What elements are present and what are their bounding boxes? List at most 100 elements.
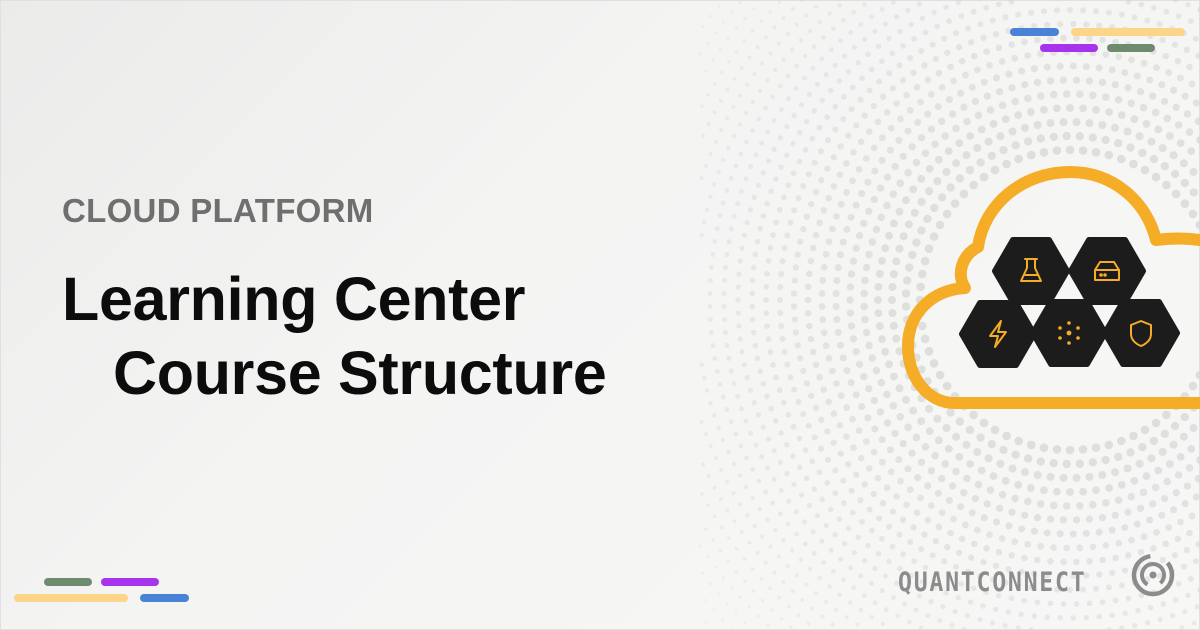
halftone-dot bbox=[886, 35, 892, 42]
halftone-dot bbox=[716, 425, 721, 431]
halftone-dot bbox=[1171, 41, 1179, 48]
halftone-dot bbox=[1160, 429, 1169, 438]
halftone-dot bbox=[924, 516, 932, 524]
halftone-dot bbox=[1023, 454, 1033, 463]
halftone-dot bbox=[716, 169, 721, 175]
halftone-dot bbox=[968, 83, 976, 91]
halftone-dot bbox=[995, 548, 1003, 556]
halftone-dot bbox=[995, 44, 1003, 52]
halftone-dot bbox=[932, 55, 939, 62]
halftone-dot bbox=[916, 593, 922, 599]
halftone-dot bbox=[750, 29, 755, 33]
halftone-dot bbox=[1195, 220, 1200, 230]
halftone-dot bbox=[1005, 522, 1013, 530]
halftone-dot bbox=[763, 310, 770, 316]
halftone-dot bbox=[922, 29, 929, 36]
halftone-dot bbox=[1015, 582, 1022, 589]
halftone-dot bbox=[945, 96, 953, 104]
halftone-dot bbox=[1028, 9, 1035, 16]
halftone-dot bbox=[847, 270, 856, 278]
halftone-dot bbox=[721, 291, 727, 296]
halftone-dot bbox=[707, 304, 713, 309]
halftone-dot bbox=[777, 309, 784, 317]
halftone-dot bbox=[962, 521, 969, 529]
halftone-dot bbox=[983, 545, 990, 552]
halftone-dot bbox=[1176, 139, 1185, 148]
halftone-dot bbox=[952, 608, 958, 615]
halftone-dot bbox=[806, 502, 812, 509]
halftone-dot bbox=[752, 523, 757, 529]
halftone-dot bbox=[830, 154, 837, 161]
halftone-dot bbox=[1149, 500, 1157, 508]
halftone-dot bbox=[776, 554, 782, 559]
halftone-dot bbox=[852, 201, 860, 209]
halftone-dot bbox=[845, 461, 852, 468]
halftone-dot bbox=[1036, 500, 1045, 508]
halftone-dot bbox=[1186, 63, 1193, 71]
halftone-dot bbox=[811, 486, 818, 492]
halftone-dot bbox=[862, 263, 871, 272]
halftone-dot bbox=[819, 496, 826, 503]
halftone-dot bbox=[996, 459, 1005, 468]
halftone-dot bbox=[802, 147, 809, 153]
halftone-dot bbox=[822, 342, 830, 349]
halftone-dot bbox=[734, 26, 739, 31]
halftone-dot bbox=[1008, 595, 1015, 602]
page-title-line-2: Course Structure bbox=[113, 339, 607, 407]
halftone-dot bbox=[760, 424, 766, 430]
halftone-dot bbox=[850, 149, 857, 156]
halftone-dot bbox=[965, 568, 972, 575]
halftone-dot bbox=[865, 542, 871, 549]
halftone-dot bbox=[763, 35, 768, 40]
halftone-dot bbox=[757, 506, 763, 512]
halftone-dot bbox=[905, 587, 911, 593]
halftone-dot bbox=[1057, 572, 1064, 579]
halftone-dot bbox=[909, 185, 918, 194]
halftone-dot bbox=[992, 74, 1001, 82]
halftone-dot bbox=[1179, 432, 1188, 441]
halftone-dot bbox=[794, 22, 799, 27]
halftone-dot bbox=[938, 84, 946, 91]
halftone-dot bbox=[1170, 86, 1178, 94]
halftone-dot bbox=[1073, 34, 1080, 42]
halftone-dot bbox=[952, 467, 960, 476]
halftone-dot bbox=[725, 602, 729, 606]
halftone-dot bbox=[1020, 123, 1030, 132]
halftone-dot bbox=[1031, 23, 1038, 30]
halftone-dot bbox=[1181, 500, 1189, 508]
halftone-dot bbox=[866, 128, 873, 135]
halftone-dot bbox=[1170, 506, 1178, 514]
halftone-dot bbox=[839, 354, 847, 362]
halftone-dot bbox=[1086, 600, 1093, 607]
halftone-dot bbox=[1086, 558, 1093, 565]
halftone-dot bbox=[865, 250, 873, 259]
halftone-dot bbox=[1011, 494, 1019, 503]
halftone-dot bbox=[929, 41, 936, 48]
halftone-dot bbox=[748, 430, 754, 436]
halftone-dot bbox=[706, 474, 711, 479]
halftone-dot bbox=[910, 208, 919, 217]
halftone-dot bbox=[712, 81, 717, 86]
halftone-dot bbox=[728, 419, 734, 425]
halftone-dot bbox=[1089, 500, 1097, 509]
halftone-dot bbox=[1043, 529, 1051, 537]
halftone-dot bbox=[910, 524, 917, 531]
halftone-dot bbox=[944, 444, 953, 453]
halftone-dot bbox=[781, 348, 788, 355]
halftone-dot bbox=[726, 239, 732, 245]
halftone-dot bbox=[1181, 92, 1189, 100]
halftone-dot bbox=[1098, 470, 1107, 480]
halftone-dot bbox=[820, 614, 825, 619]
halftone-dot bbox=[824, 137, 832, 144]
halftone-dot bbox=[881, 244, 890, 253]
halftone-dot bbox=[847, 322, 856, 330]
halftone-dot bbox=[887, 468, 895, 476]
halftone-dot bbox=[904, 465, 912, 473]
halftone-dot bbox=[814, 512, 821, 519]
halftone-dot bbox=[1114, 452, 1123, 461]
halftone-dot bbox=[922, 564, 929, 571]
halftone-dot bbox=[929, 232, 939, 241]
halftone-dot bbox=[992, 518, 1001, 526]
halftone-dot bbox=[840, 94, 847, 100]
halftone-dot bbox=[895, 136, 903, 144]
